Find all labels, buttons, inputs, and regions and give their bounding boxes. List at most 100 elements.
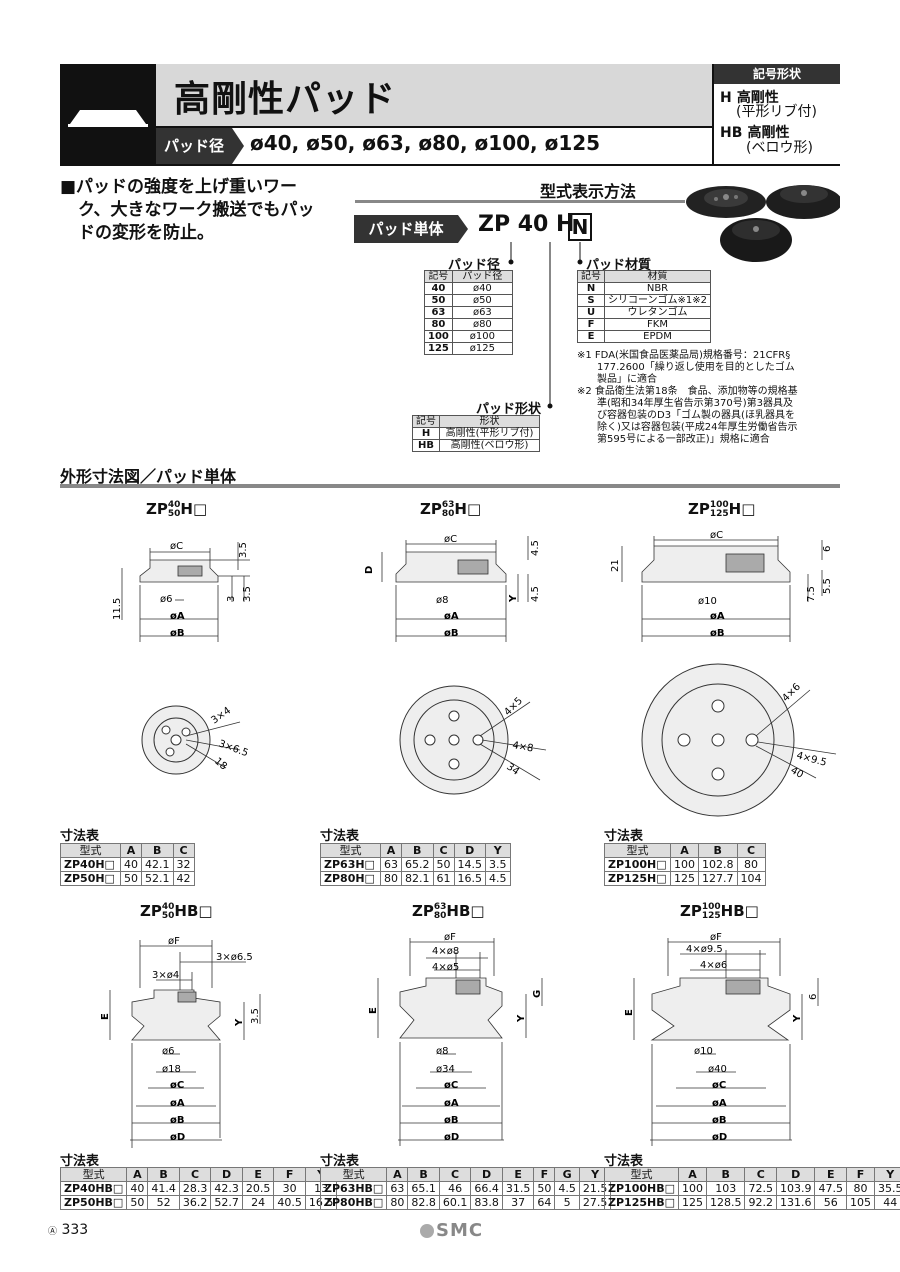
svg-text:5.5: 5.5 (822, 578, 833, 594)
svg-text:øC: øC (170, 1080, 184, 1091)
model-code: ZP 40 H (478, 212, 575, 237)
svg-text:øF: øF (444, 932, 456, 943)
svg-text:øC: øC (710, 530, 723, 541)
svg-text:øA: øA (170, 611, 185, 622)
svg-text:4×5: 4×5 (502, 695, 525, 718)
svg-text:E: E (368, 1007, 379, 1014)
svg-text:ø10: ø10 (698, 596, 717, 607)
svg-text:40: 40 (789, 765, 806, 781)
drawing-h3-side: øC øA øB ø10 21 6 5.5 7.5 (610, 530, 833, 642)
svg-text:øA: øA (444, 611, 459, 622)
svg-text:4×ø9.5: 4×ø9.5 (686, 944, 723, 955)
svg-text:Y: Y (516, 1014, 527, 1023)
svg-text:ø40: ø40 (708, 1064, 727, 1075)
drawing-h1-side: øC øA øB ø6 3.5 3 3.5 11.5 (112, 541, 253, 642)
svg-text:øA: øA (712, 1098, 727, 1109)
svg-text:øC: øC (444, 1080, 458, 1091)
drawing-h1-top: 3×4 3×6.5 18 (141, 705, 250, 775)
svg-text:Y: Y (508, 594, 519, 603)
model-code-rule (355, 200, 685, 203)
svg-text:ø18: ø18 (162, 1064, 181, 1075)
svg-text:øB: øB (444, 1115, 459, 1126)
size-list: ø40, ø50, ø63, ø80, ø100, ø125 (250, 131, 601, 155)
svg-text:11.5: 11.5 (112, 598, 123, 620)
drawing-h3-top: 4×6 4×9.5 40 (641, 663, 837, 817)
svg-text:3×4: 3×4 (209, 705, 233, 726)
svg-text:øA: øA (710, 611, 725, 622)
svg-text:øC: øC (444, 534, 457, 545)
svg-text:ø8: ø8 (436, 1046, 448, 1057)
svg-text:øC: øC (170, 541, 183, 552)
table-h1-label: 寸法表 (60, 829, 100, 844)
svg-text:D: D (364, 566, 375, 574)
drawing-hb3: øF 4×ø9.5 4×ø6 E Y 6 ø10 ø40 øC øA øB øD (624, 932, 819, 1146)
feature-text: ■パッドの強度を上げ重いワー ク、大きなワーク搬送でもパッ ドの変形を防止。 (60, 177, 315, 243)
svg-text:Y: Y (234, 1018, 245, 1027)
svg-text:7.5: 7.5 (806, 586, 817, 602)
svg-text:3.5: 3.5 (250, 1008, 261, 1024)
svg-text:øB: øB (710, 628, 725, 639)
svg-text:3×6.5: 3×6.5 (217, 738, 250, 759)
product-photo (686, 185, 840, 262)
material-label: パッド材質 (586, 258, 652, 273)
shape-code-h: H 高剛性 (720, 90, 779, 106)
svg-text:3×ø6.5: 3×ø6.5 (216, 952, 253, 963)
svg-text:G: G (532, 990, 543, 998)
svg-text:4.5: 4.5 (530, 586, 541, 602)
unit-label: パッド単体 (354, 215, 458, 243)
svg-text:øD: øD (444, 1132, 459, 1143)
svg-text:4×ø8: 4×ø8 (432, 946, 459, 957)
svg-text:øB: øB (170, 628, 185, 639)
shape-code-h-sub: (平形リブ付) (736, 104, 817, 120)
table-hb3-label: 寸法表 (604, 1154, 644, 1169)
size-label: パッド径 (156, 128, 232, 164)
dia-label: パッド径 (448, 258, 501, 273)
svg-text:øC: øC (712, 1080, 726, 1091)
header-black-block (60, 64, 156, 164)
svg-text:E: E (624, 1009, 635, 1016)
svg-text:3×ø4: 3×ø4 (152, 970, 179, 981)
shape-code-hb-sub: (ベロウ形) (746, 140, 813, 156)
page-title: 高剛性パッド (174, 79, 397, 120)
table-h2-label: 寸法表 (320, 829, 360, 844)
svg-text:3.5: 3.5 (238, 542, 249, 558)
svg-text:øF: øF (710, 932, 722, 943)
size-bar (156, 126, 712, 164)
svg-text:3.5: 3.5 (242, 586, 253, 602)
svg-text:21: 21 (610, 559, 621, 572)
svg-text:ø34: ø34 (436, 1064, 455, 1075)
svg-text:4×ø5: 4×ø5 (432, 962, 459, 973)
unit-arrow-icon (458, 215, 468, 243)
svg-text:øF: øF (168, 936, 180, 947)
svg-text:øA: øA (170, 1098, 185, 1109)
svg-text:6: 6 (808, 994, 819, 1000)
svg-text:øA: øA (444, 1098, 459, 1109)
drawing-h2-top: 4×5 4×8 34 (399, 685, 547, 795)
smc-logo: SMC (420, 1220, 483, 1241)
model-code-material: N (568, 213, 592, 241)
svg-text:4×6: 4×6 (780, 681, 803, 704)
svg-text:4.5: 4.5 (530, 540, 541, 556)
svg-text:4×9.5: 4×9.5 (795, 750, 827, 769)
drawing-h2-side: øC øA øB ø8 D Y 4.5 4.5 (364, 534, 541, 642)
svg-text:øD: øD (170, 1132, 185, 1143)
shape-code-box (712, 64, 840, 164)
section-rule (60, 484, 840, 488)
header-title-bar (156, 64, 712, 126)
svg-text:øB: øB (712, 1115, 727, 1126)
svg-text:ø10: ø10 (694, 1046, 713, 1057)
shape-label: パッド形状 (476, 402, 542, 417)
svg-text:øD: øD (712, 1132, 727, 1143)
svg-text:ø6: ø6 (160, 594, 172, 605)
